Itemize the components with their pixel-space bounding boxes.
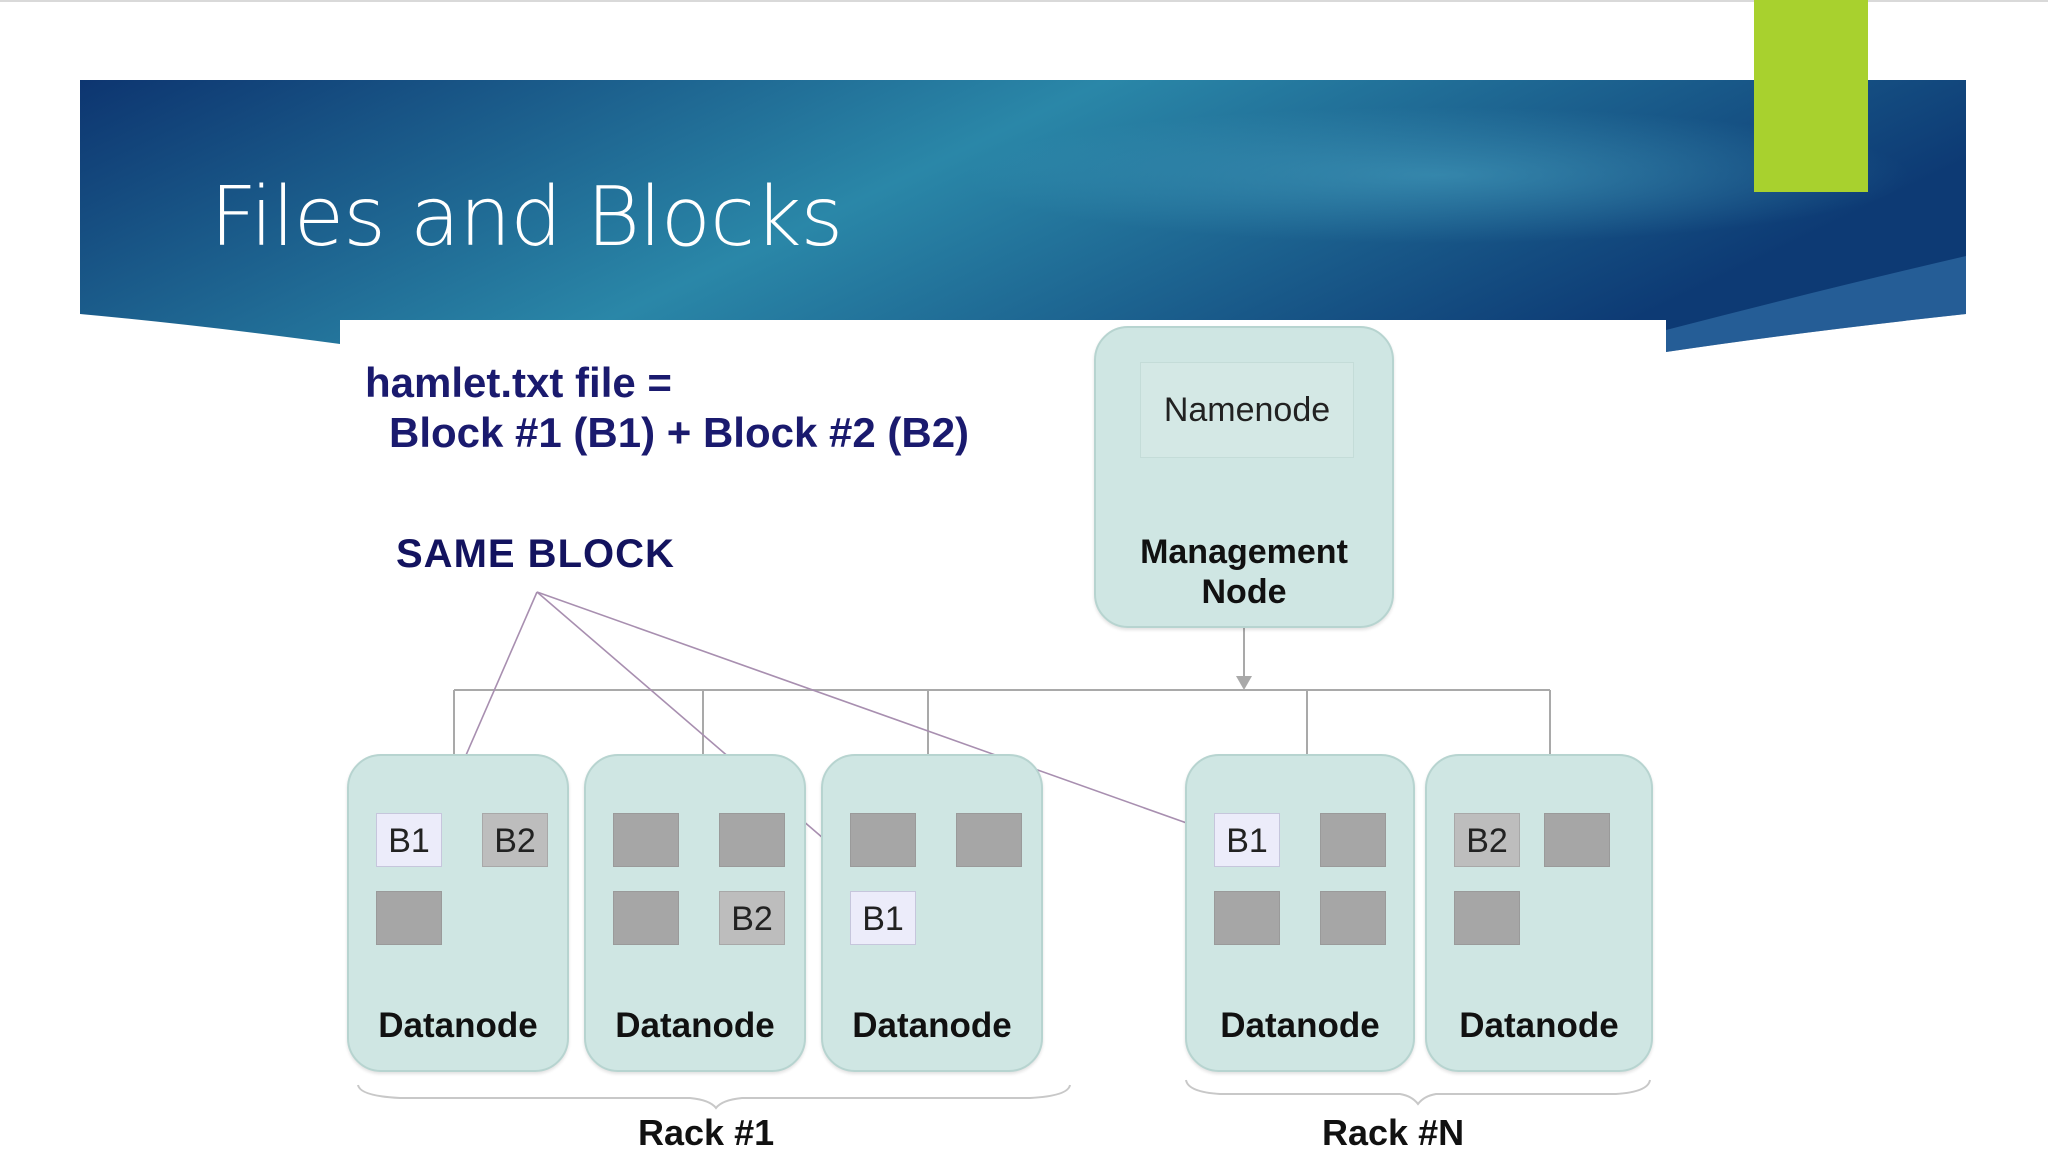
rack-n-label: Rack #N xyxy=(1322,1112,1465,1153)
datanode-label: Datanode xyxy=(378,1006,538,1045)
block-b1: B1 xyxy=(376,813,442,867)
datanode-2: B2 Datanode xyxy=(584,754,806,1072)
block-b2: B2 xyxy=(482,813,548,867)
management-label-line-2: Node xyxy=(1201,573,1287,611)
block-b1: B1 xyxy=(1214,813,1280,867)
rack-1-label: Rack #1 xyxy=(638,1112,775,1153)
green-accent-bar xyxy=(1754,0,1868,192)
block-b1: B1 xyxy=(850,891,916,945)
file-formula: hamlet.txt file = Block #1 (B1) + Block … xyxy=(365,358,969,458)
empty-block xyxy=(1214,891,1280,945)
datanode-4: B1 Datanode xyxy=(1185,754,1415,1072)
datanode-5: B2 Datanode xyxy=(1425,754,1653,1072)
namenode-arrowhead xyxy=(1236,676,1252,690)
empty-block xyxy=(613,813,679,867)
empty-block xyxy=(1320,891,1386,945)
block-b2: B2 xyxy=(1454,813,1520,867)
management-node: Namenode Management Node xyxy=(1094,326,1394,628)
management-node-label: Management Node xyxy=(1096,532,1392,612)
same-block-arrow-3 xyxy=(536,591,1213,833)
empty-block xyxy=(719,813,785,867)
rack-1-brace xyxy=(357,1084,1071,1110)
formula-line-1: hamlet.txt file = xyxy=(365,359,672,406)
formula-line-2: Block #1 (B1) + Block #2 (B2) xyxy=(389,409,970,456)
slide-title: Files and Blocks xyxy=(210,170,843,265)
namenode-label: Namenode xyxy=(1163,391,1331,429)
same-block-label: SAME BLOCK xyxy=(396,532,675,576)
empty-block xyxy=(1320,813,1386,867)
empty-block xyxy=(956,813,1022,867)
datanode-label: Datanode xyxy=(615,1006,775,1045)
empty-block xyxy=(376,891,442,945)
empty-block xyxy=(1544,813,1610,867)
empty-block xyxy=(613,891,679,945)
management-label-line-1: Management xyxy=(1140,533,1348,571)
datanode-3: B1 Datanode xyxy=(821,754,1043,1072)
datanode-1: B1 B2 Datanode xyxy=(347,754,569,1072)
block-b2: B2 xyxy=(719,891,785,945)
datanode-label: Datanode xyxy=(1220,1006,1380,1045)
title-banner xyxy=(0,0,2048,352)
empty-block xyxy=(850,813,916,867)
datanode-label: Datanode xyxy=(1459,1006,1619,1045)
namenode-box: Namenode xyxy=(1140,362,1354,458)
rack-n-brace xyxy=(1185,1079,1651,1106)
empty-block xyxy=(1454,891,1520,945)
datanode-label: Datanode xyxy=(852,1006,1012,1045)
